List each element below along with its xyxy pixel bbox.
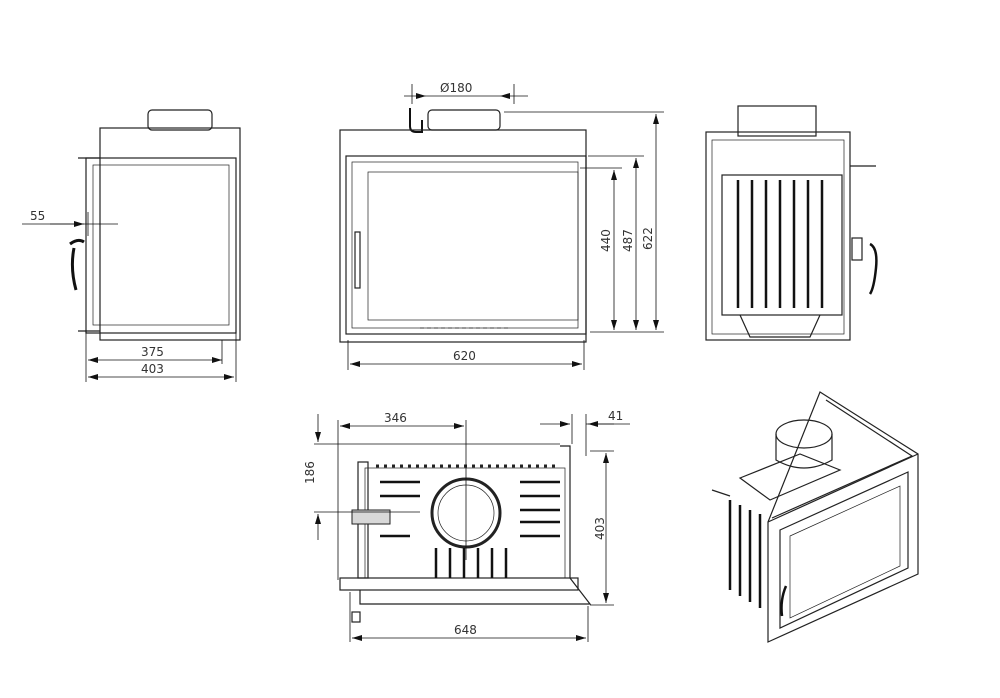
side-view: 375 403 55 [22,109,241,382]
dim-648: 648 [454,623,477,637]
dim-403-top: 403 [593,517,607,540]
front-view: Ø180 620 440 487 622 [339,81,664,370]
top-view: 346 186 41 403 648 [303,409,630,642]
dim-622: 622 [641,227,655,250]
dim-403-side: 403 [141,362,164,376]
dim-440: 440 [599,229,613,252]
dim-55: 55 [30,209,45,223]
dim-186: 186 [303,461,317,484]
dim-375: 375 [141,345,164,359]
dim-620: 620 [453,349,476,363]
back-view [705,105,878,341]
dim-487: 487 [621,229,635,252]
dim-flue-diameter: Ø180 [440,81,472,95]
door-handle-icon [69,238,85,291]
dim-346: 346 [384,411,407,425]
dim-41: 41 [608,409,623,423]
isometric-view [711,391,919,643]
